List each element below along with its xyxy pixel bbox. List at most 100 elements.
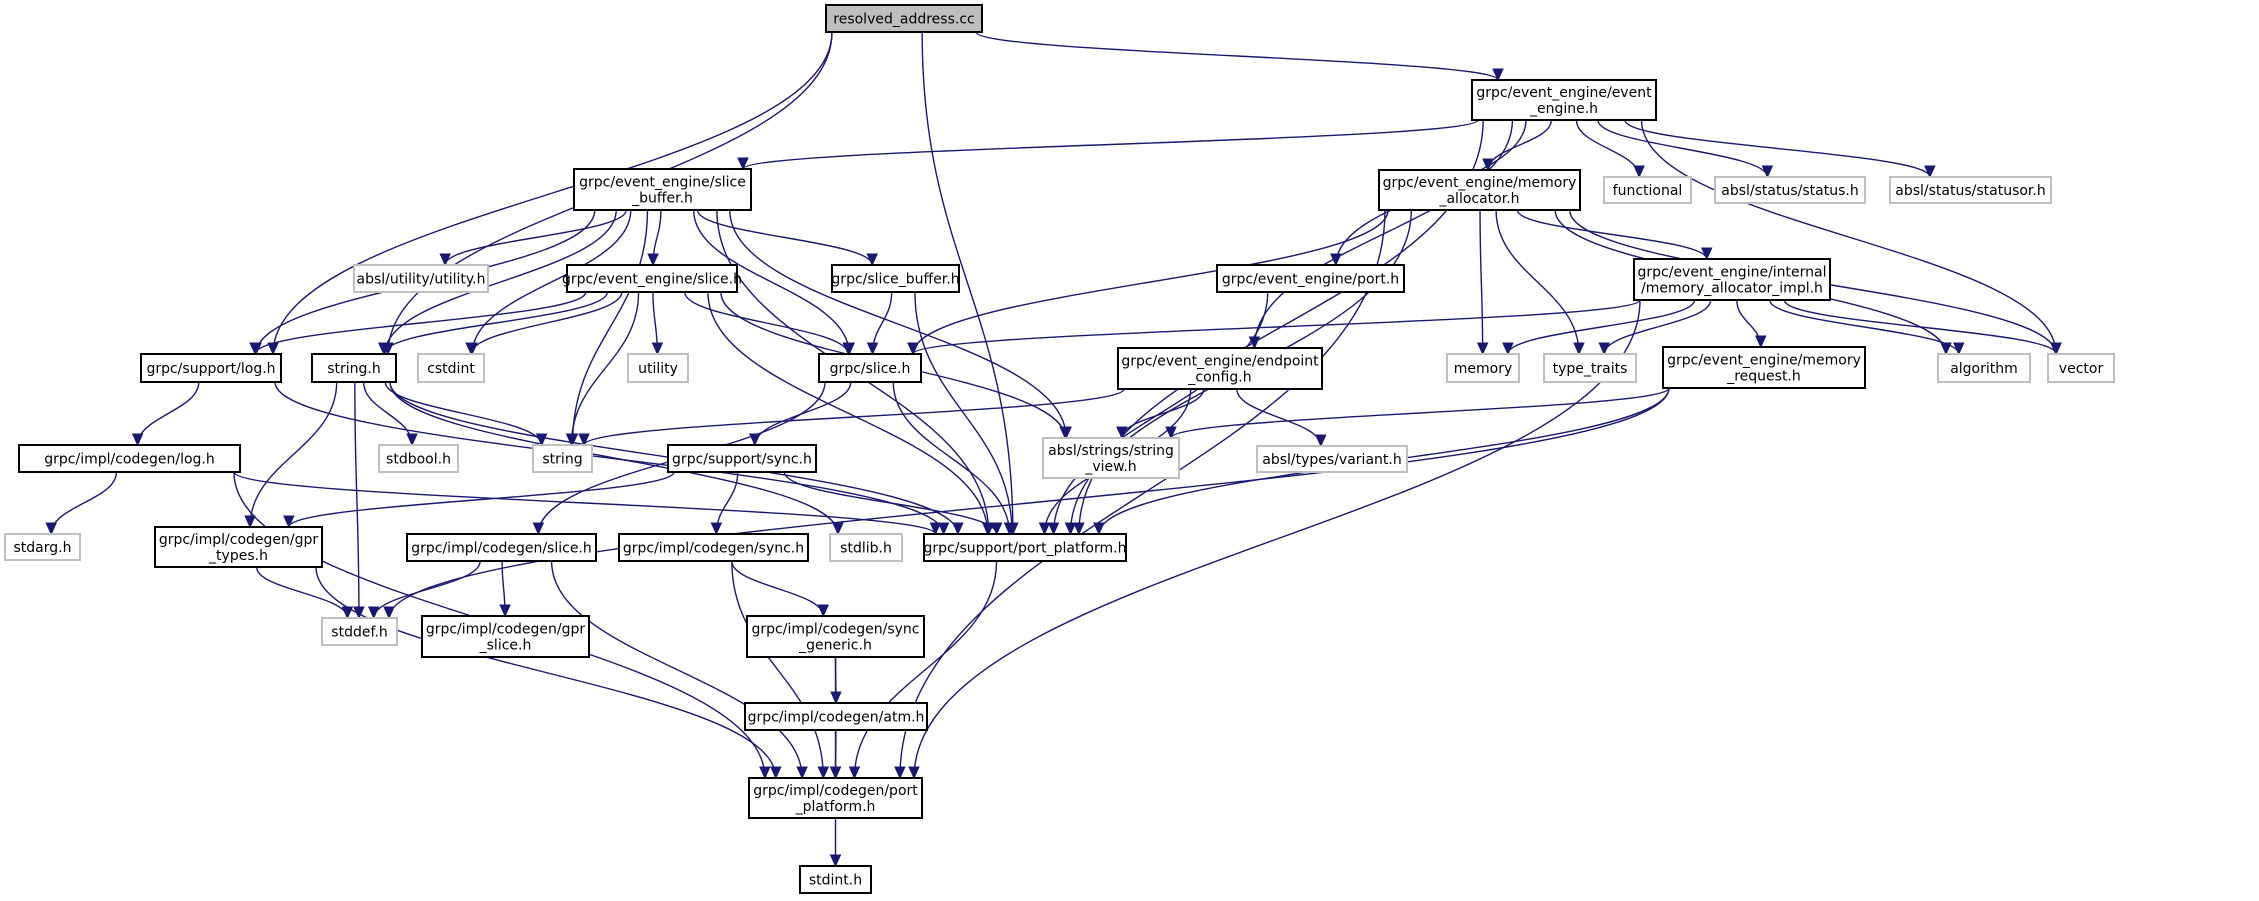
- edge-arrowhead-icon: [796, 766, 808, 780]
- node-root[interactable]: resolved_address.cc: [825, 4, 983, 33]
- node-label: absl/types/variant.h: [1262, 452, 1401, 468]
- edge-arrowhead-icon: [2050, 342, 2062, 356]
- node-label: grpc/event_engine/slice: [579, 175, 746, 191]
- edge-ee_slice-to-string: [570, 291, 640, 446]
- edge-ee_slice_buffer-to-grpc_slice: [692, 209, 850, 355]
- node-ee-mem-alloc-impl[interactable]: grpc/event_engine/internal/memory_alloca…: [1633, 258, 1831, 301]
- node-label: stdarg.h: [14, 540, 72, 556]
- node-codegen-slice[interactable]: grpc/impl/codegen/slice.h: [406, 533, 597, 562]
- edge-arrowhead-icon: [1761, 165, 1774, 179]
- edge-root-to-support_port_platform: [921, 31, 1014, 535]
- node-ee-slice[interactable]: grpc/event_engine/slice.h: [562, 264, 742, 293]
- node-ee-memory-request[interactable]: grpc/event_engine/memory_request.h: [1662, 346, 1866, 389]
- edge-ee_slice_buffer-to-grpc_slice_buffer: [696, 209, 873, 266]
- node-box: [1889, 176, 2052, 204]
- edge-arrowhead-icon: [1476, 342, 1489, 356]
- edge-ee_mem_alloc_impl-to-grpc_slice: [912, 299, 1641, 355]
- node-box: [831, 264, 960, 293]
- node-ee-endpoint-config[interactable]: grpc/event_engine/endpoint_config.h: [1117, 347, 1323, 390]
- node-string: string: [532, 444, 593, 473]
- node-codegen-sync[interactable]: grpc/impl/codegen/sync.h: [618, 533, 809, 562]
- node-memory: memory: [1446, 353, 1520, 383]
- node-support-port-platform[interactable]: grpc/support/port_platform.h: [923, 533, 1127, 562]
- node-box: [618, 533, 809, 562]
- edge-arrowhead-icon: [829, 766, 842, 780]
- node-sync-generic[interactable]: grpc/impl/codegen/sync_generic.h: [746, 615, 925, 658]
- edge-codegen_sync-to-sync_generic: [731, 560, 824, 617]
- node-atm[interactable]: grpc/impl/codegen/atm.h: [744, 702, 928, 731]
- node-support-sync[interactable]: grpc/support/sync.h: [667, 444, 817, 473]
- edge-ee_event_engine-to-functional: [1575, 119, 1640, 178]
- edge-arrowhead-icon: [1940, 342, 1952, 356]
- node-label: absl/utility/utility.h: [356, 272, 485, 288]
- edge-arrowhead-icon: [832, 522, 844, 536]
- edge-ee_slice-to-cstdint: [470, 291, 623, 355]
- edge-arrowhead-icon: [1924, 165, 1936, 179]
- node-stdint[interactable]: stdint.h: [799, 865, 872, 894]
- edge-root-to-support_log: [272, 31, 833, 355]
- edge-arrowhead-icon: [1116, 426, 1128, 440]
- node-label: stdbool.h: [386, 452, 451, 468]
- node-label: grpc/impl/codegen/atm.h: [748, 710, 925, 726]
- node-support-log[interactable]: grpc/support/log.h: [140, 353, 282, 383]
- edge-ee_slice-to-support_log: [254, 291, 587, 355]
- edge-support_sync-to-support_port_platform: [783, 471, 998, 535]
- edge-arrowhead-icon: [759, 766, 771, 780]
- node-stdarg: stdarg.h: [4, 533, 81, 561]
- edge-root-to-ee_event_engine: [975, 31, 1499, 81]
- edge-arrowhead-icon: [1059, 426, 1071, 440]
- node-codegen-port-platform[interactable]: grpc/impl/codegen/port_platform.h: [748, 777, 923, 819]
- node-box: [566, 264, 738, 293]
- edge-arrowhead-icon: [908, 766, 920, 780]
- node-label: grpc/event_engine/event: [1476, 85, 1652, 101]
- node-box: [1256, 445, 1408, 473]
- node-label: absl/strings/string: [1048, 443, 1174, 459]
- edge-arrowhead-icon: [894, 766, 906, 780]
- edge-ee_slice_buffer-to-string: [571, 209, 649, 446]
- edge-arrowhead-icon: [244, 515, 256, 529]
- edge-arrowhead-icon: [1573, 342, 1585, 356]
- edge-gpr_types-to-stddef: [255, 566, 349, 619]
- edge-string_h-to-stddef: [354, 381, 360, 619]
- node-ee-port[interactable]: grpc/event_engine/port.h: [1216, 264, 1405, 293]
- edge-ee_memory_allocator-to-type_traits: [1495, 209, 1580, 355]
- edge-arrowhead-icon: [1492, 68, 1504, 82]
- edge-arrowhead-icon: [1038, 522, 1051, 536]
- node-label: _engine.h: [1529, 101, 1598, 117]
- node-box: [923, 533, 1127, 562]
- node-label: grpc/event_engine/memory: [1383, 175, 1577, 191]
- node-box: [140, 353, 282, 383]
- edge-arrowhead-icon: [1003, 522, 1016, 536]
- node-label: grpc/event_engine/port.h: [1222, 272, 1399, 288]
- node-label: grpc/impl/codegen/sync: [752, 622, 920, 638]
- node-ee-slice-buffer[interactable]: grpc/event_engine/slice_buffer.h: [573, 168, 752, 211]
- edge-arrowhead-icon: [937, 522, 950, 536]
- node-label: grpc/event_engine/internal: [1638, 265, 1827, 281]
- node-label: stdlib.h: [840, 541, 892, 557]
- node-label: string: [542, 452, 582, 468]
- node-string-h[interactable]: string.h: [311, 353, 397, 383]
- node-gpr-types[interactable]: grpc/impl/codegen/gpr_types.h: [154, 526, 323, 568]
- node-label: resolved_address.cc: [833, 12, 974, 28]
- node-box: [4, 533, 81, 561]
- node-grpc-slice[interactable]: grpc/slice.h: [818, 353, 922, 383]
- edge-arrowhead-icon: [1700, 247, 1713, 261]
- node-codegen-log[interactable]: grpc/impl/codegen/log.h: [18, 444, 241, 473]
- edge-codegen_sync-to-codegen_port_platform: [731, 560, 824, 779]
- node-box: [1937, 353, 2031, 383]
- edge-ee_memory_allocator-to-codegen_port_platform: [899, 209, 1386, 779]
- node-box: [154, 526, 323, 568]
- node-ee-event-engine[interactable]: grpc/event_engine/event_engine.h: [1471, 79, 1657, 121]
- edge-support_log-to-codegen_log: [136, 381, 200, 446]
- edge-arrowhead-icon: [578, 433, 590, 447]
- edge-arrowhead-icon: [465, 342, 477, 356]
- node-label: _config.h: [1187, 370, 1251, 386]
- node-utility: utility: [627, 353, 689, 383]
- edge-arrowhead-icon: [283, 515, 295, 529]
- edge-ee_mem_alloc_impl-to-type_traits: [1603, 299, 1712, 355]
- node-box: [421, 615, 590, 658]
- node-grpc-slice-buffer[interactable]: grpc/slice_buffer.h: [831, 264, 960, 293]
- edge-support_sync-to-gpr_types: [288, 471, 675, 528]
- node-gpr-slice[interactable]: grpc/impl/codegen/gpr_slice.h: [421, 615, 590, 658]
- node-ee-memory-allocator[interactable]: grpc/event_engine/memory_allocator.h: [1378, 169, 1581, 211]
